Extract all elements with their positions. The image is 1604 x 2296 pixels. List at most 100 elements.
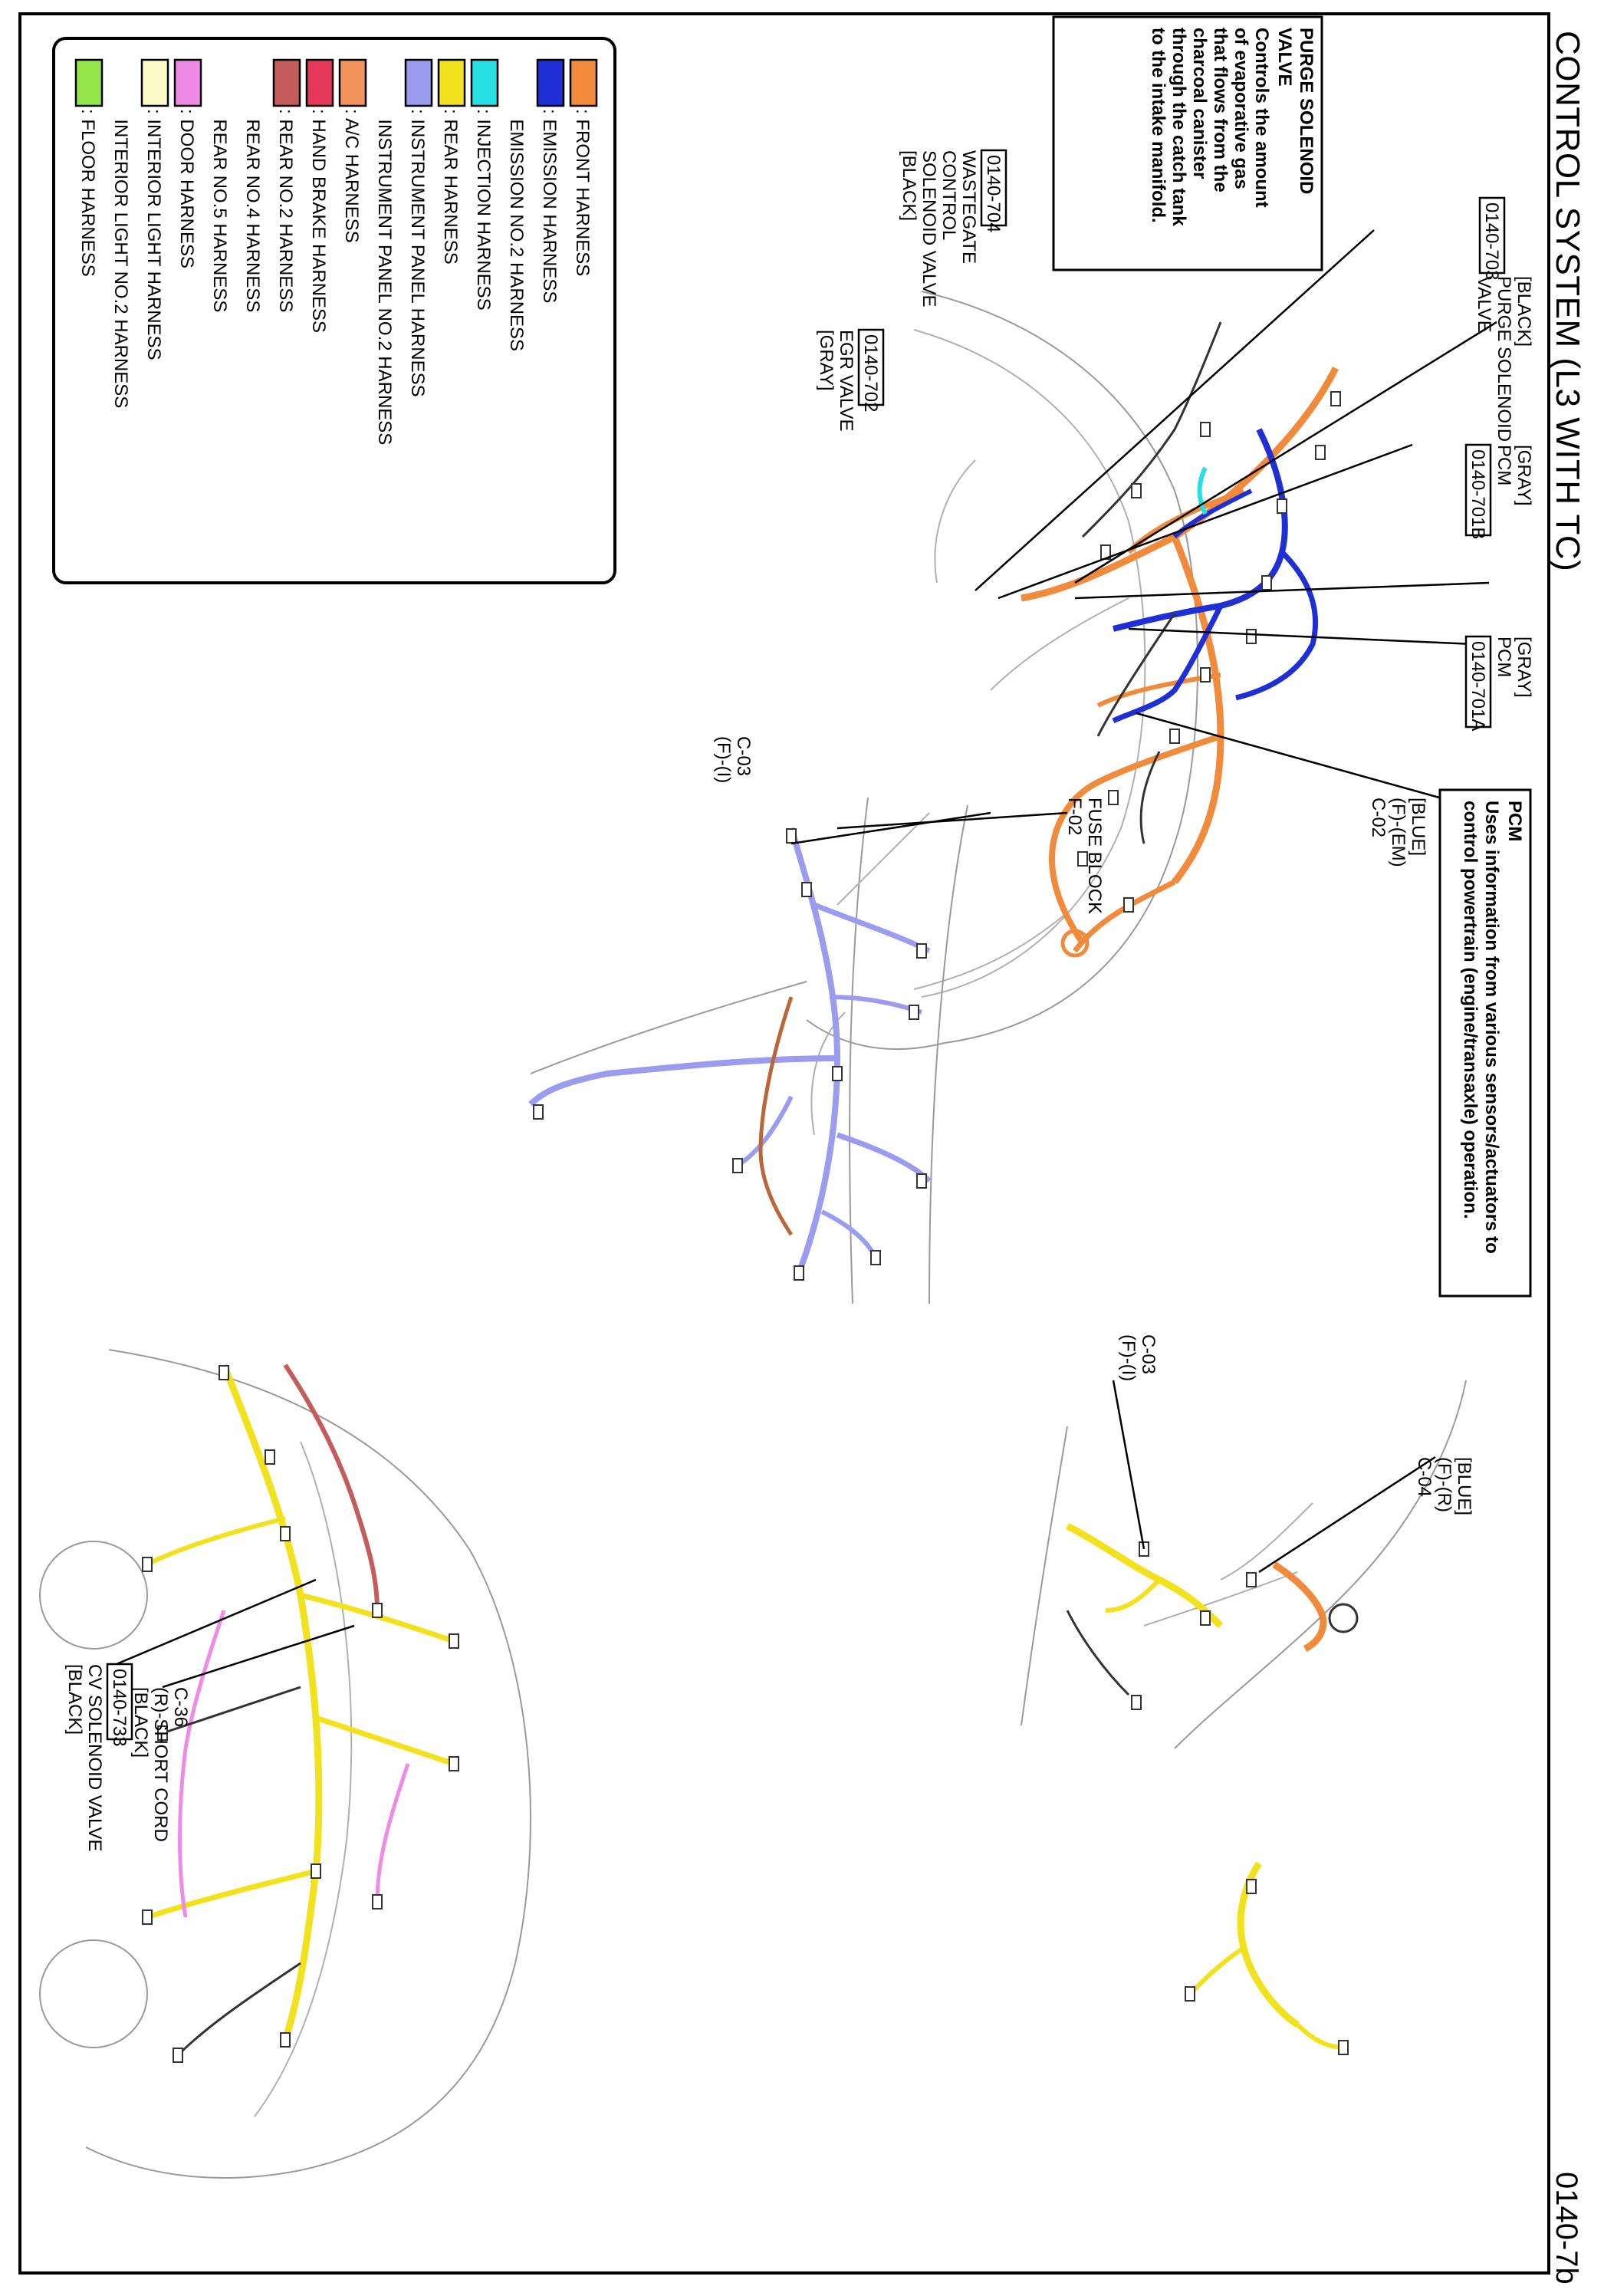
legend-swatch [173,58,202,107]
legend-swatch [404,58,433,107]
legend-swatch [272,58,301,107]
callout-c-03-tunnel-line-2: (F)-(I) [1118,1334,1139,1381]
pcm-note: PCM Uses information from various sensor… [1438,788,1532,1298]
callout-f-02-line-1: FUSE BLOCK [1084,798,1105,914]
callout-0140-701A-line-1: [GRAY] [1514,636,1534,698]
legend-swatch [140,58,169,107]
legend-label: : REAR HARNESS [440,109,461,265]
callout-c-04: [BLUE] (F)-(R) C-04 [1414,1457,1474,1515]
legend-label: : REAR NO.2 HARNESS [275,109,296,312]
legend-label: INSTRUMENT PANEL NO.2 HARNESS [374,109,395,445]
purge-note-line: of evaporative gas [1231,28,1251,189]
legend-label: : INSTRUMENT PANEL HARNESS [407,109,428,397]
callout-c-36: C-36 (R)-SHORT CORD [BLACK] [130,1687,191,1842]
callout-f-02: FUSE BLOCK F-02 [1064,798,1105,914]
legend-label: REAR NO.4 HARNESS [242,109,263,312]
car-body-drawing [39,1349,531,2179]
legend-label: REAR NO.5 HARNESS [209,109,230,312]
legend-label: : HAND BRAKE HARNESS [308,109,329,333]
callout-c-03-dash-line-2: (F)-(I) [713,736,734,783]
callout-0140-704: 0140-704 WASTEGATE CONTROL SOLENOID VALV… [899,149,1007,308]
callout-c-04-line-3: C-04 [1414,1457,1435,1497]
callout-c-04-line-2: (F)-(R) [1434,1457,1454,1512]
legend-label: : INJECTION HARNESS [473,109,494,311]
callout-c-02-line-3: C-02 [1368,798,1389,837]
purge-note-line: that flows from the [1210,28,1231,192]
purge-note-heading-1: PURGE SOLENOID [1296,28,1316,194]
callout-0140-703-code: 0140-703 [1481,202,1502,280]
page-frame [18,12,1550,2275]
purge-note-line: to the intake manifold. [1148,28,1168,223]
callout-0140-704-line-2: CONTROL [938,150,959,240]
callout-0140-704-line-4: [BLACK] [899,150,919,221]
legend-label: EMISSION NO.2 HARNESS [506,109,527,351]
legend-swatch [470,58,499,107]
callout-c-03-tunnel: C-03 (F)-(I) [1118,1334,1159,1381]
legend-label: : FRONT HARNESS [572,109,593,276]
page-title: CONTROL SYSTEM (L3 WITH TC) [1549,31,1586,571]
purge-note: PURGE SOLENOID VALVE Controls the amount… [1052,15,1323,271]
purge-note-heading-2: VALVE [1274,28,1295,86]
callout-0140-733: 0140-733 CV SOLENOID VALVE [BLACK] [64,1663,133,1852]
purge-note-line: through the catch tank [1168,28,1189,226]
legend-items: : FRONT HARNESS : EMISSION HARNESS EMISSI… [74,58,598,445]
callout-0140-703-line-2: PURGE SOLENOID [1494,276,1514,442]
page-number: 0140-7b [1550,2172,1583,2284]
legend-label: : DOOR HARNESS [176,109,197,268]
callout-0140-701B: [GRAY] PCM 0140-701B [1464,443,1534,539]
callout-f-02-line-2: F-02 [1064,798,1085,835]
callout-0140-701B-line-1: [GRAY] [1514,445,1534,506]
callout-0140-733-line-2: [BLACK] [64,1664,85,1735]
legend-swatch [305,58,334,107]
legend-swatch [437,58,466,107]
callout-0140-703-line-1: [BLACK] [1514,276,1534,347]
callout-0140-702-code: 0140-702 [860,334,881,412]
legend-label: : A/C HARNESS [341,109,362,243]
callout-0140-702: 0140-702 EGR VALVE [GRAY] [816,328,885,432]
legend-label: : INTERIOR LIGHT HARNESS [143,109,164,360]
callout-0140-733-line-1: CV SOLENOID VALVE [84,1664,105,1852]
callout-c-03-tunnel-line-1: C-03 [1138,1334,1159,1374]
legend-label: : EMISSION HARNESS [539,109,560,303]
purge-note-line: charcoal canister [1189,28,1210,179]
leader-lines [116,229,1497,1689]
dashboard-drawing [528,797,968,1304]
purge-note-box [1052,15,1323,271]
pcm-note-box [1438,788,1532,1298]
legend-swatch [338,58,367,107]
callout-c-02-line-2: (F)-(EM) [1388,798,1408,867]
legend-swatch [74,58,104,107]
callout-0140-701B-code: 0140-701B [1468,449,1488,539]
legend-box [52,37,616,584]
pcm-note-line: Uses information from various sensors/ac… [1481,801,1502,1254]
legend: : FRONT HARNESS : EMISSION HARNESS EMISSI… [52,37,616,584]
callout-0140-701A: [GRAY] PCM 0140-701A [1464,635,1534,731]
callout-0140-701B-line-2: PCM [1494,445,1514,485]
pcm-note-heading: PCM [1504,801,1525,841]
pcm-note-body: Uses information from various sensors/ac… [1460,801,1502,1254]
callout-0140-704-line-1: WASTEGATE [958,150,979,264]
legend-label: : FLOOR HARNESS [77,109,98,277]
callout-0140-701A-code: 0140-701A [1468,641,1488,731]
callout-c-02-line-1: [BLUE] [1408,798,1428,856]
legend-label: INTERIOR LIGHT NO.2 HARNESS [110,109,131,408]
callout-0140-704-line-3: SOLENOID VALVE [919,150,939,308]
callout-0140-703-line-3: VALVE [1474,276,1494,333]
callout-c-03-dash: C-03 (F)-(I) [713,736,754,783]
callout-c-36-line-1: C-36 [170,1687,191,1727]
callout-c-02: [BLUE] (F)-(EM) C-02 [1368,798,1428,867]
callout-0140-702-line-1: EGR VALVE [836,330,856,432]
legend-swatch [536,58,565,107]
pcm-note-line: control powertrain (engine/transaxle) op… [1460,801,1481,1219]
callout-0140-703: [BLACK] PURGE SOLENOID VALVE 0140-703 [1474,196,1534,442]
callout-c-36-line-2: (R)-SHORT CORD [150,1687,171,1842]
tunnel-drawing [1021,1380,1467,2055]
legend-swatch [569,58,598,107]
callout-0140-702-line-2: [GRAY] [816,330,837,391]
callout-0140-704-code: 0140-704 [983,155,1004,232]
callout-0140-701A-line-2: PCM [1494,636,1514,677]
callout-c-36-line-3: [BLACK] [130,1687,151,1758]
